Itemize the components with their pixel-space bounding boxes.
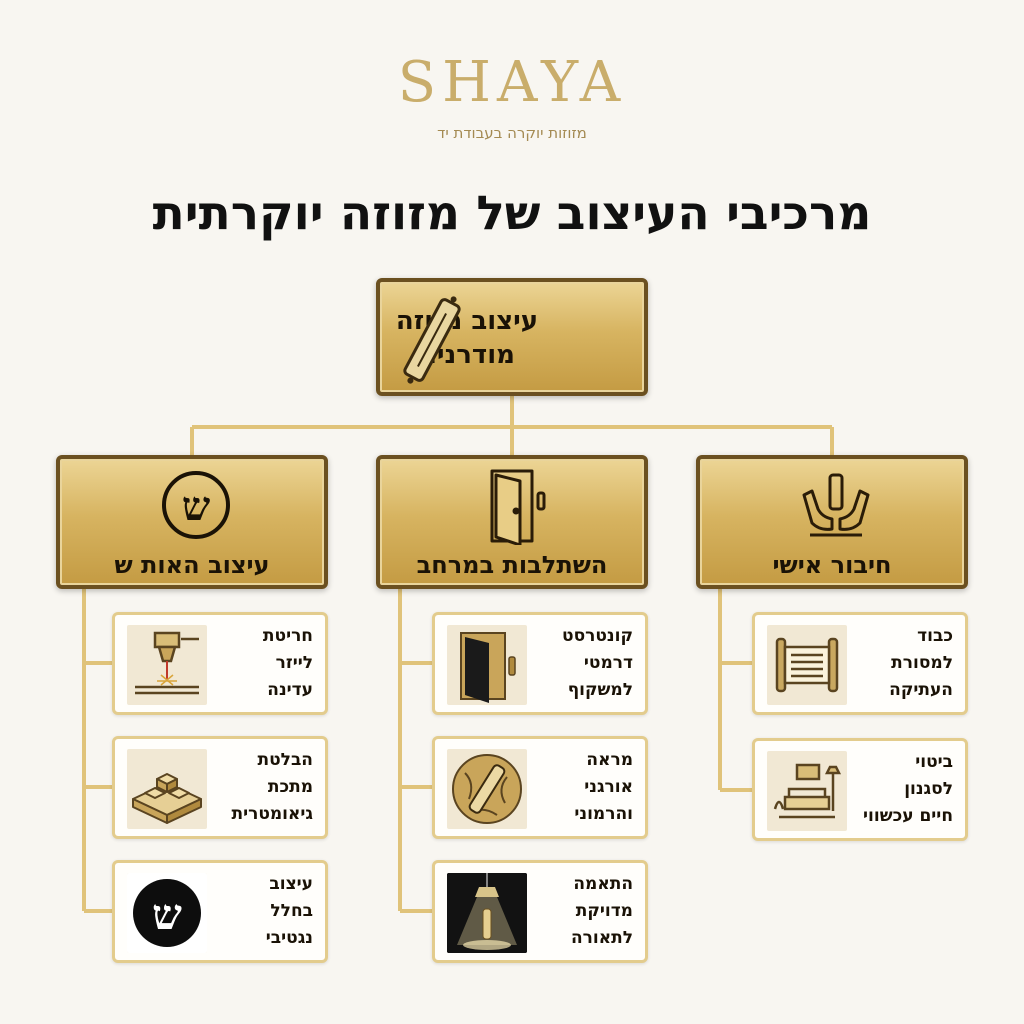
mezuzah-icon <box>403 296 461 384</box>
leaf-mezuzah-icon <box>447 749 527 829</box>
card-negative-space: עיצוב בחלל נגטיבי ש <box>112 860 328 963</box>
living-room-icon <box>767 751 847 831</box>
category-label: השתלבות במרחב <box>416 551 608 579</box>
torah-scroll-icon <box>767 625 847 705</box>
card-laser-engraving: חריטת לייזר עדינה <box>112 612 328 715</box>
root-node: עיצוב מזוזה מודרנית <box>376 278 648 396</box>
card-dramatic-contrast: קונטרסט דרמטי למשקוף <box>432 612 648 715</box>
negative-shin-glyph: ש <box>152 890 182 939</box>
card-text: התאמה מדויקת לתאורה <box>570 874 633 948</box>
card-modern-lifestyle: ביטוי לסגנון חיים עכשווי <box>752 738 968 841</box>
dark-door-icon <box>447 625 527 705</box>
hands-mezuzah-icon <box>802 473 870 537</box>
brand-logo: SHAYA <box>397 50 627 115</box>
card-text: חריטת לייזר עדינה <box>262 626 313 700</box>
card-text: קונטרסט דרמטי למשקוף <box>562 626 633 700</box>
card-text: כבוד למסורת העתיקה <box>889 626 953 700</box>
page-title: מרכיבי העיצוב של מזוזה יוקרתית <box>152 186 872 241</box>
card-geometric-relief: הבלטת מתכת גיאומטרית <box>112 736 328 839</box>
shin-glyph: ש <box>182 483 211 530</box>
card-text: עיצוב בחלל נגטיבי <box>265 874 313 948</box>
card-tradition: כבוד למסורת העתיקה <box>752 612 968 715</box>
card-text: ביטוי לסגנון חיים עכשווי <box>863 752 953 826</box>
laser-engraving-icon <box>127 625 207 705</box>
card-organic-look: מראה אורגני והרמוני <box>432 736 648 839</box>
shin-circle-icon: ש <box>162 471 230 539</box>
door-icon <box>490 469 546 545</box>
brand-tagline: מזוזות יוקרה בעבודת יד <box>437 124 587 142</box>
category-personal-connection: חיבור אישי <box>696 455 968 589</box>
category-label: חיבור אישי <box>772 551 892 579</box>
category-shin-design: ש עיצוב האות ש <box>56 455 328 589</box>
card-text: הבלטת מתכת גיאומטרית <box>231 750 313 824</box>
category-space-integration: השתלבות במרחב <box>376 455 648 589</box>
lamp-spotlight-icon <box>447 873 527 953</box>
negative-shin-icon: ש <box>127 873 207 953</box>
geometric-blocks-icon <box>127 749 207 829</box>
card-text: מראה אורגני והרמוני <box>574 750 633 824</box>
category-label: עיצוב האות ש <box>114 551 270 579</box>
card-lighting-match: התאמה מדויקת לתאורה <box>432 860 648 963</box>
